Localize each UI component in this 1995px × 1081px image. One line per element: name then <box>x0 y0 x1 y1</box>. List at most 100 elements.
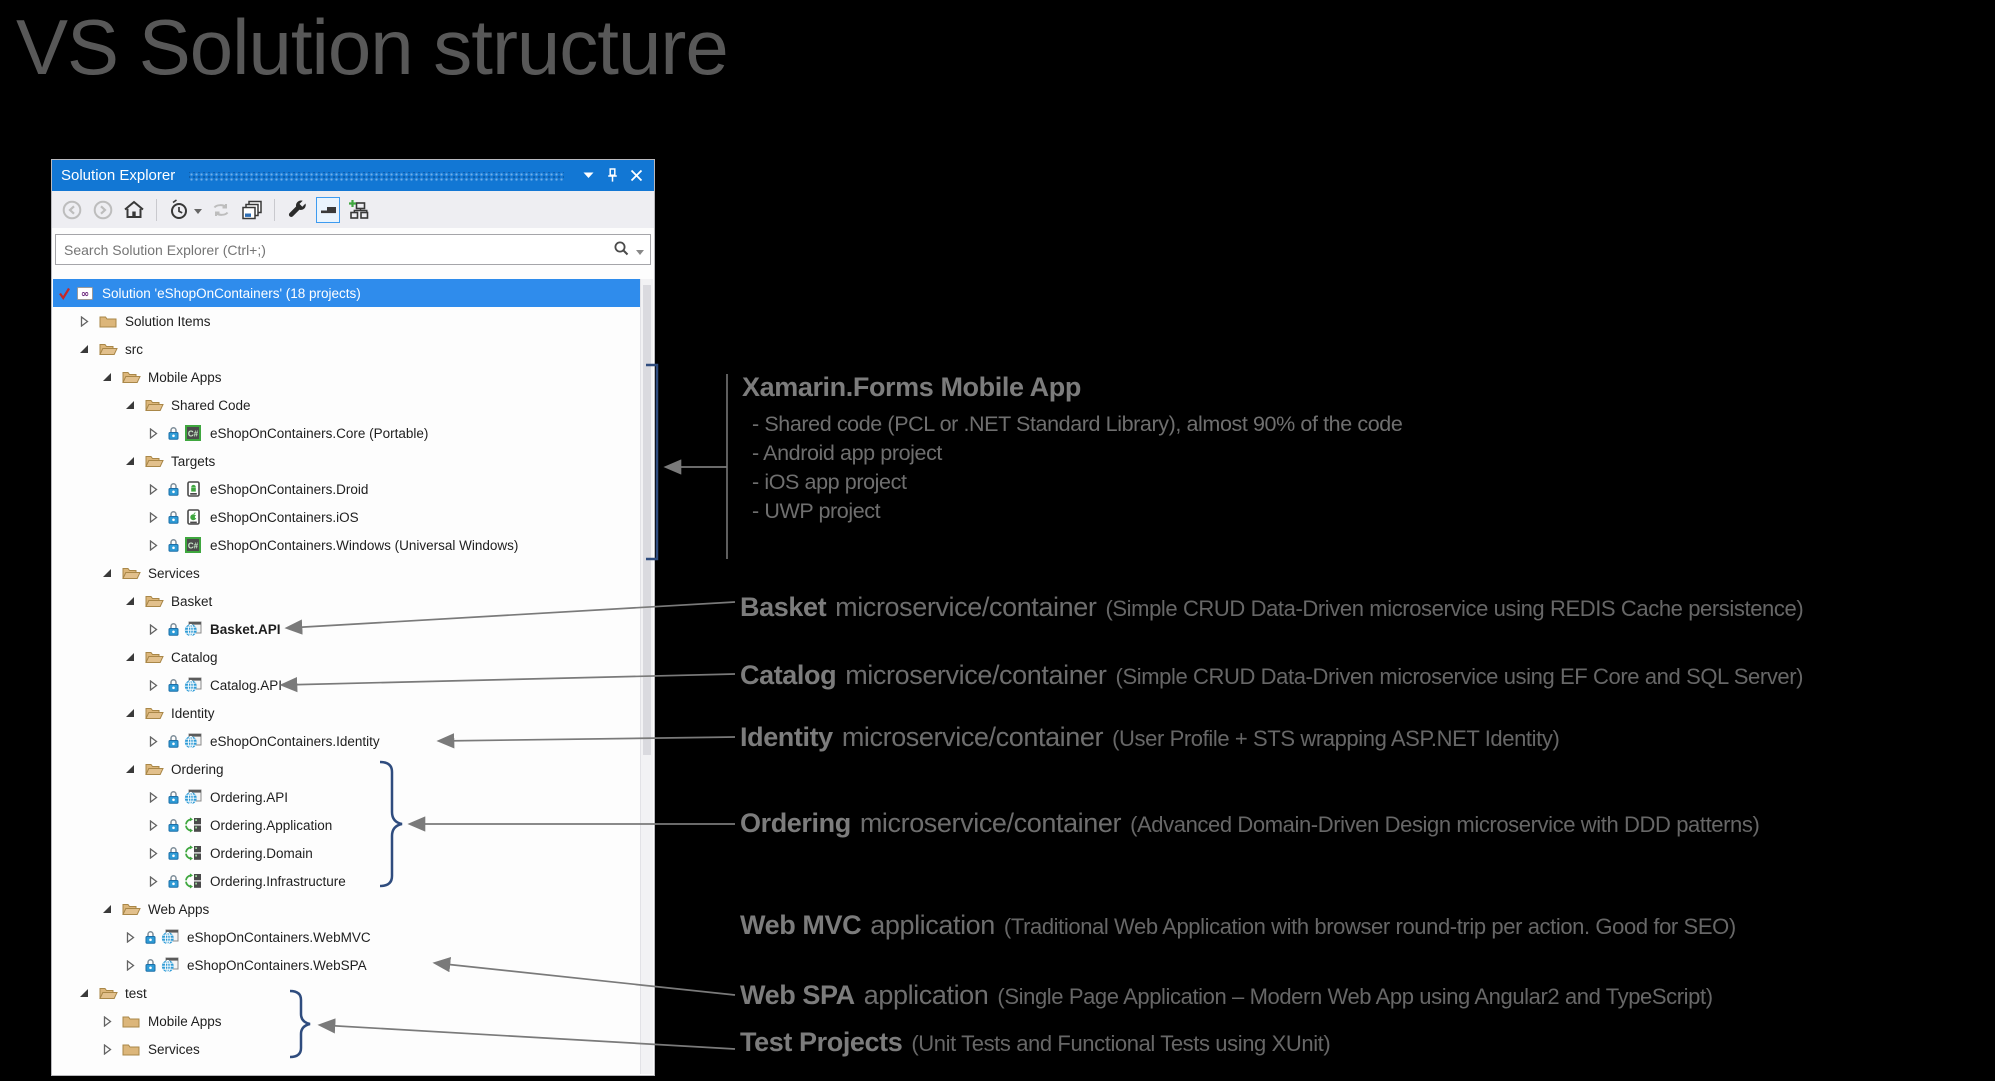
expander-expanded-icon[interactable] <box>122 652 138 662</box>
window-position-chevron-icon[interactable] <box>576 165 600 187</box>
lock-icon <box>167 622 179 636</box>
expander-collapsed-icon[interactable] <box>145 735 161 747</box>
tree-item[interactable]: eShopOnContainers.Droid <box>53 475 640 503</box>
tree-item[interactable]: Ordering.Domain <box>53 839 640 867</box>
tree-item[interactable]: Basket.API <box>53 615 640 643</box>
expander-collapsed-icon[interactable] <box>145 483 161 495</box>
expander-expanded-icon[interactable] <box>99 568 115 578</box>
tree-item[interactable]: test <box>53 979 640 1007</box>
preview-selected-items-icon[interactable] <box>316 196 340 223</box>
expander-collapsed-icon[interactable] <box>145 427 161 439</box>
folder-open-icon <box>144 594 164 608</box>
tree-item[interactable]: C#eShopOnContainers.Windows (Universal W… <box>53 531 640 559</box>
pin-icon[interactable] <box>600 165 624 187</box>
tree-item[interactable]: Ordering.Application <box>53 811 640 839</box>
expander-expanded-icon[interactable] <box>76 344 92 354</box>
tree-item-label: eShopOnContainers.Droid <box>210 481 369 497</box>
tree-item[interactable]: Mobile Apps <box>53 363 640 391</box>
tree-item-label: Web Apps <box>148 901 210 917</box>
properties-wrench-icon[interactable] <box>285 197 309 223</box>
csharp-icon: C# <box>183 537 203 553</box>
annotation-paren: (User Profile + STS wrapping ASP.NET Ide… <box>1112 726 1560 751</box>
tree-item[interactable]: Catalog <box>53 643 640 671</box>
panel-titlebar[interactable]: Solution Explorer <box>52 160 654 191</box>
expander-expanded-icon[interactable] <box>99 372 115 382</box>
tree-item[interactable]: src <box>53 335 640 363</box>
tree-item[interactable]: eShopOnContainers.WebMVC <box>53 923 640 951</box>
tree-item[interactable]: ∞Solution 'eShopOnContainers' (18 projec… <box>53 279 653 307</box>
add-to-code-map-icon[interactable] <box>347 197 371 223</box>
tree-item[interactable]: Mobile Apps <box>53 1007 640 1035</box>
annotation-line: - Android app project <box>752 441 943 465</box>
annotation-bold: Identity <box>740 722 833 752</box>
tree-item[interactable]: Ordering.Infrastructure <box>53 867 640 895</box>
expander-collapsed-icon[interactable] <box>99 1043 115 1055</box>
expander-collapsed-icon[interactable] <box>76 315 92 327</box>
expander-collapsed-icon[interactable] <box>145 791 161 803</box>
sync-with-active-document-icon[interactable] <box>209 197 233 223</box>
web-icon <box>183 677 203 693</box>
back-icon[interactable] <box>60 197 84 223</box>
tree-item[interactable]: Services <box>53 559 640 587</box>
tree-item[interactable]: eShopOnContainers.iOS <box>53 503 640 531</box>
expander-collapsed-icon[interactable] <box>145 623 161 635</box>
svg-text:C#: C# <box>188 542 199 551</box>
expander-expanded-icon[interactable] <box>122 764 138 774</box>
expander-collapsed-icon[interactable] <box>145 819 161 831</box>
tree-item[interactable]: Shared Code <box>53 391 640 419</box>
tree-item[interactable]: Identity <box>53 699 640 727</box>
expander-expanded-icon[interactable] <box>76 988 92 998</box>
tree-item[interactable]: Catalog.API <box>53 671 640 699</box>
home-icon[interactable] <box>122 197 146 223</box>
expander-expanded-icon[interactable] <box>122 708 138 718</box>
lock-icon <box>167 790 179 804</box>
tree-item[interactable]: Services <box>53 1035 640 1063</box>
tree-item-label: Solution Items <box>125 313 211 329</box>
folder-open-icon <box>144 762 164 776</box>
lock-icon <box>167 426 179 440</box>
expander-collapsed-icon[interactable] <box>99 1015 115 1027</box>
lock-icon <box>167 538 179 552</box>
folder-open-icon <box>144 398 164 412</box>
expander-expanded-icon[interactable] <box>122 400 138 410</box>
tree-item-label: Ordering <box>171 761 224 777</box>
expander-collapsed-icon[interactable] <box>122 959 138 971</box>
expander-collapsed-icon[interactable] <box>145 847 161 859</box>
search-input[interactable] <box>55 234 651 265</box>
tree-item[interactable]: eShopOnContainers.WebSPA <box>53 951 640 979</box>
vertical-scrollbar[interactable] <box>640 279 653 1074</box>
search-icon[interactable] <box>614 241 629 261</box>
expander-collapsed-icon[interactable] <box>145 679 161 691</box>
tree-item[interactable]: Solution Items <box>53 307 640 335</box>
search-options-chevron-icon[interactable] <box>636 242 644 260</box>
close-icon[interactable] <box>624 165 648 187</box>
expander-expanded-icon[interactable] <box>99 904 115 914</box>
tree-item[interactable]: Web Apps <box>53 895 640 923</box>
expander-collapsed-icon[interactable] <box>122 931 138 943</box>
expander-collapsed-icon[interactable] <box>145 875 161 887</box>
tree-item[interactable]: Targets <box>53 447 640 475</box>
tree-item[interactable]: Basket <box>53 587 640 615</box>
solution-tree: ∞Solution 'eShopOnContainers' (18 projec… <box>53 279 653 1063</box>
titlebar-grip[interactable] <box>189 172 564 181</box>
tree-item-label: Ordering.Infrastructure <box>210 873 346 889</box>
tree-item[interactable]: Ordering.API <box>53 783 640 811</box>
forward-icon[interactable] <box>91 197 115 223</box>
tree-item[interactable]: eShopOnContainers.Identity <box>53 727 640 755</box>
pending-changes-dropdown-icon[interactable] <box>194 201 202 219</box>
tree-item-label: Mobile Apps <box>148 1013 222 1029</box>
expander-expanded-icon[interactable] <box>122 456 138 466</box>
tree-item[interactable]: Ordering <box>53 755 640 783</box>
expander-collapsed-icon[interactable] <box>145 511 161 523</box>
solution-explorer-panel: Solution Explorer <box>51 159 655 1076</box>
collapse-all-icon[interactable] <box>240 197 264 223</box>
scrollbar-thumb[interactable] <box>643 285 651 755</box>
web-icon <box>183 621 203 637</box>
tree-item[interactable]: C#eShopOnContainers.Core (Portable) <box>53 419 640 447</box>
pending-changes-filter-icon[interactable] <box>167 197 191 223</box>
expander-expanded-icon[interactable] <box>122 596 138 606</box>
annotation-bold: Test Projects <box>740 1027 903 1057</box>
annotation-paren: (Single Page Application – Modern Web Ap… <box>997 984 1713 1009</box>
expander-collapsed-icon[interactable] <box>145 539 161 551</box>
